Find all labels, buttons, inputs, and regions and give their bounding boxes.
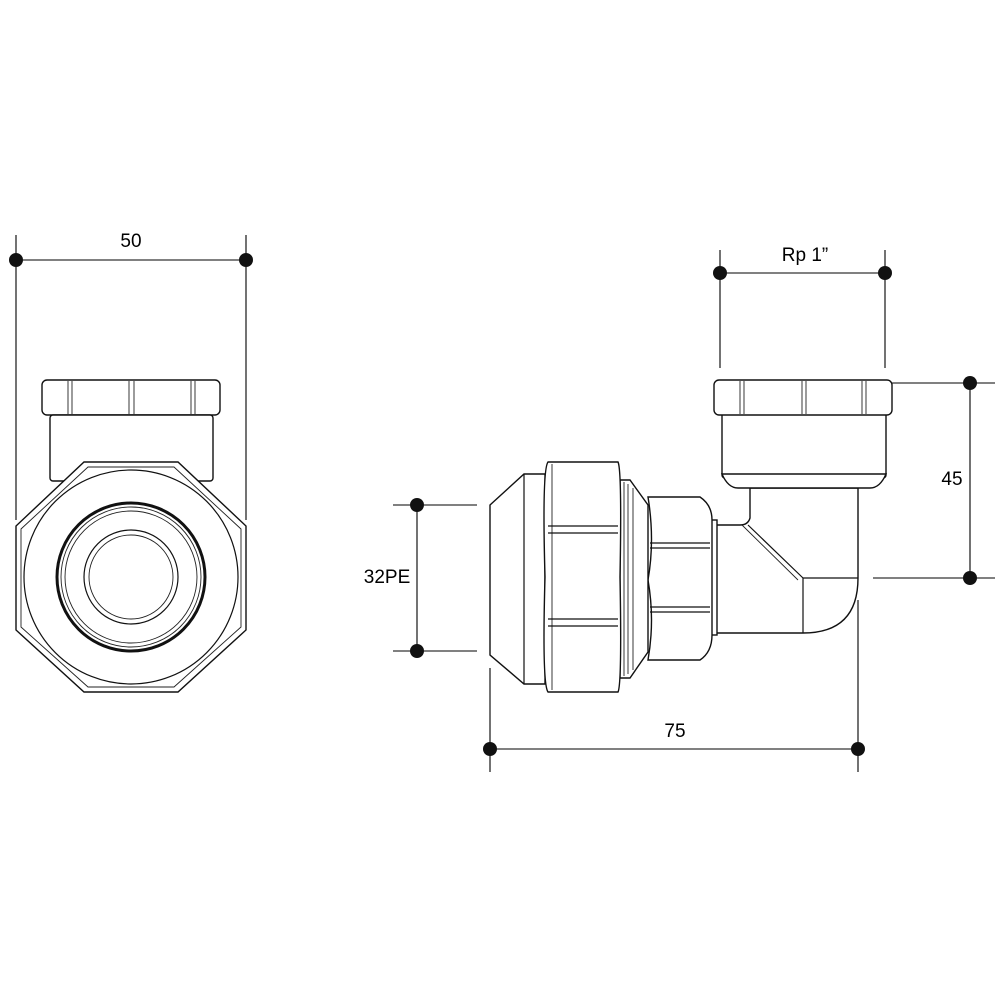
dimension-height-45 <box>873 376 995 585</box>
dimension-width-50 <box>9 235 253 520</box>
height-dimension-label: 45 <box>941 469 963 490</box>
dimension-thread-rp1 <box>713 250 892 368</box>
compression-fitting <box>489 461 718 693</box>
width-dimension-label: 50 <box>120 231 142 252</box>
dimension-pipe-32pe <box>393 498 477 658</box>
side-view <box>393 250 995 772</box>
side-hex-nut <box>713 379 893 489</box>
length-dimension-label: 75 <box>664 721 686 742</box>
front-octagon-nut <box>15 461 247 693</box>
front-view <box>9 235 253 693</box>
pipe-dimension-label: 32PE <box>363 567 411 588</box>
dimension-length-75 <box>483 600 865 772</box>
thread-dimension-label: Rp 1” <box>781 245 829 266</box>
elbow-body <box>714 487 859 634</box>
